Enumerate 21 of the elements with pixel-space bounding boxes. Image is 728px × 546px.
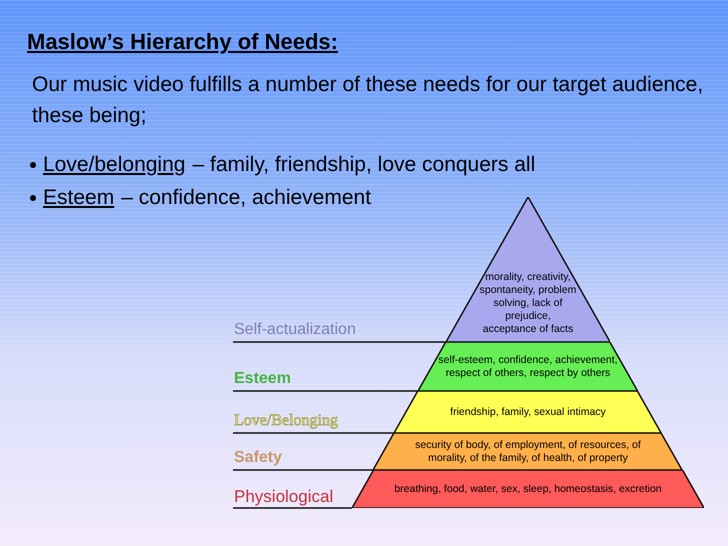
bullet-term: Love/belonging xyxy=(43,152,186,178)
level-label: Safety xyxy=(234,450,282,466)
layer-text: self-esteem, confidence, achievement, respect of others, respect by others xyxy=(438,354,618,380)
layer-text: security of body, of employment, of resources, of morality, of the family, of health, of property xyxy=(414,438,642,464)
intro-paragraph: Our music video fulfills a number of these needs for our target audience, these being; xyxy=(32,72,704,129)
bullet-text: – confidence, achievement xyxy=(121,185,372,211)
layer-text: breathing, food, water, sex, sleep, homeostasis, excretion xyxy=(394,482,662,496)
level-label: Physiological xyxy=(234,488,334,505)
pyramid-layer xyxy=(418,342,638,391)
pyramid-layer xyxy=(373,433,682,470)
layer-text: friendship, family, sexual intimacy xyxy=(450,406,606,418)
bullet-text: – family, friendship, love conquers all xyxy=(192,152,536,178)
level-label: Self-actualization xyxy=(234,322,356,338)
heading: Maslow’s Hierarchy of Needs: xyxy=(27,28,338,56)
bullet-term: Esteem xyxy=(43,185,114,211)
pyramid-apex-layer xyxy=(446,197,610,342)
level-label: Esteem xyxy=(234,371,291,387)
pyramid-layer xyxy=(394,391,662,433)
pyramid-layer xyxy=(352,470,704,508)
level-label: Love/Belonging xyxy=(234,413,338,429)
layer-text: morality, creativity, spontaneity, problem solving, lack of prejudice, acceptance of facts xyxy=(478,271,578,336)
